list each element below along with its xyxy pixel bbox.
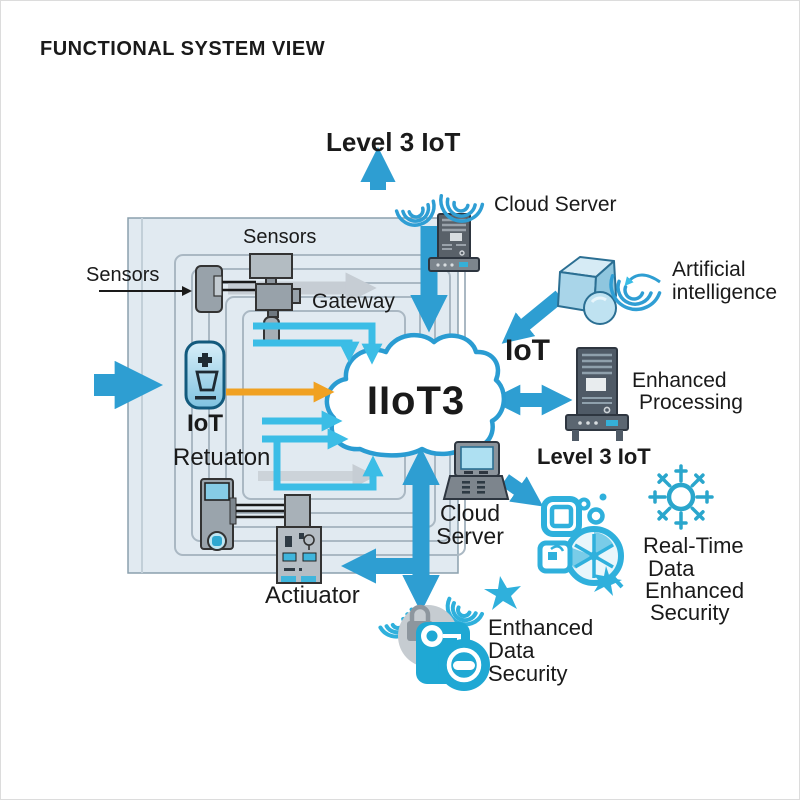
snowflake-icon xyxy=(648,464,714,530)
iot-device-label: IoT xyxy=(187,410,223,437)
spark-icon xyxy=(484,576,521,610)
cloud-server-mid-label-line2: Server xyxy=(436,523,504,549)
ai-pointer-arrow xyxy=(624,273,661,287)
processing-server-icon xyxy=(565,347,629,441)
wifi-icon xyxy=(609,274,662,312)
ai-label-line1: Artificial xyxy=(672,258,746,281)
ai-link-arrow xyxy=(501,290,565,344)
edge-data-arrows xyxy=(253,322,384,491)
sensors-outer-label: Sensors xyxy=(86,264,159,286)
app-icon xyxy=(541,496,582,537)
processing-label-line1: Enhanced xyxy=(632,369,727,392)
spark-icon xyxy=(593,566,622,596)
cloudserver-to-data-arrow xyxy=(501,474,544,507)
realtime-label-line3: Enhanced xyxy=(645,578,744,603)
realtime-label-line4: Security xyxy=(650,600,729,625)
actuator-label: Actiuator xyxy=(265,582,360,609)
wifi-icon xyxy=(394,199,436,227)
valve-icon xyxy=(249,253,301,346)
edge-data-arrow-2 xyxy=(253,339,360,363)
wifi-icon xyxy=(439,193,485,223)
cloud-label: IIoT3 xyxy=(367,379,465,423)
iot-blue-label: IoT xyxy=(505,334,550,367)
edge-data-arrow-5 xyxy=(273,437,384,491)
level3-mid-label: Level 3 IoT xyxy=(537,444,651,469)
dots-icon xyxy=(577,497,591,511)
badge-circle-icon xyxy=(438,639,490,691)
level3-top-label: Level 3 IoT xyxy=(326,127,460,157)
gateway-label: Gateway xyxy=(312,290,395,313)
actuator-panel-icon xyxy=(276,494,322,584)
processing-label-line2: Processing xyxy=(639,391,743,414)
cloud-server-top-label: Cloud Server xyxy=(494,193,617,216)
page-title: FUNCTIONAL SYSTEM VIEW xyxy=(40,38,325,60)
realtime-label-line1: Real-Time xyxy=(643,533,744,558)
data-icons-cluster xyxy=(537,493,624,596)
ai-label-line2: intelligence xyxy=(672,281,777,304)
cloud-server-mid-label-line1: Cloud xyxy=(440,500,500,526)
security-label-line2: Data xyxy=(488,638,535,663)
monitor-icon xyxy=(442,441,510,500)
data-wheel-icon xyxy=(564,526,624,589)
iot-device-icon xyxy=(184,340,226,410)
sensors-inner-label: Sensors xyxy=(243,226,316,248)
actuator-unit-icon xyxy=(200,478,234,551)
actuator-rods xyxy=(229,497,286,525)
retuaton-label: Retuaton xyxy=(173,444,270,471)
edge-data-arrow-1 xyxy=(253,322,383,365)
security-cluster xyxy=(378,596,490,691)
security-label-line3: Security xyxy=(488,661,567,686)
export-icon xyxy=(537,540,573,574)
sensors-connector-lines xyxy=(222,280,256,292)
realtime-label-line2: Data xyxy=(648,556,695,581)
security-label-line1: Enthanced xyxy=(488,615,593,640)
cloud-icon xyxy=(324,333,506,458)
ai-machine-icon xyxy=(557,256,617,325)
sensor-icon xyxy=(195,265,223,313)
